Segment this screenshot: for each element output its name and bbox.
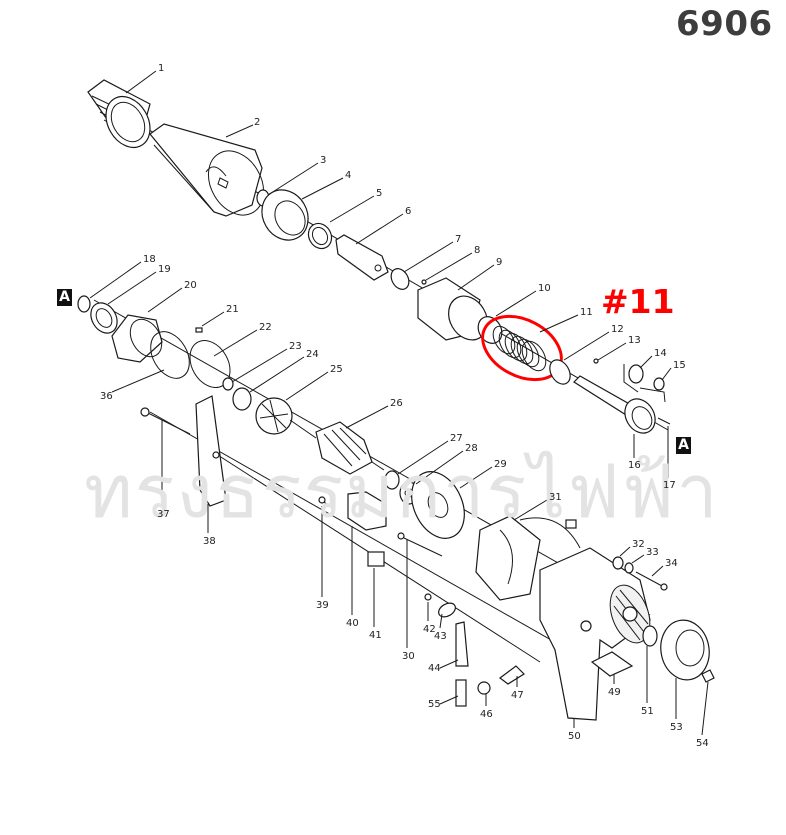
part-label-51: 51 <box>641 706 654 717</box>
part-label-31: 31 <box>549 492 562 503</box>
part-label-5: 5 <box>376 188 383 199</box>
part-label-6: 6 <box>405 206 412 217</box>
parts-37-38-handle <box>140 395 227 507</box>
part-label-46: 46 <box>480 709 493 720</box>
part-label-32: 32 <box>632 539 645 550</box>
part-label-49: 49 <box>608 687 621 698</box>
part-label-38: 38 <box>203 536 216 547</box>
part-label-9: 9 <box>496 257 503 268</box>
part-label-41: 41 <box>369 630 382 641</box>
parts-7-9-hammer <box>390 268 488 341</box>
part-label-18: 18 <box>143 254 156 265</box>
parts-32-34-screws <box>612 556 668 591</box>
part-label-21: 21 <box>226 304 239 315</box>
parts-42-55-brush-assembly <box>424 593 525 707</box>
part-label-42: 42 <box>423 624 436 635</box>
part-31-field <box>475 515 581 601</box>
parts-27-29-bearings <box>384 470 465 539</box>
part-label-16: 16 <box>628 460 641 471</box>
part-label-40: 40 <box>346 618 359 629</box>
part-label-3: 3 <box>320 155 327 166</box>
parts-39-41-switch <box>318 491 387 567</box>
part-12-washer <box>549 359 571 385</box>
part-label-15: 15 <box>673 360 686 371</box>
part-1-boot <box>87 79 151 149</box>
part-label-20: 20 <box>184 280 197 291</box>
part-label-1: 1 <box>158 63 165 74</box>
section-marker-a-left: A <box>57 289 72 306</box>
part-label-36: 36 <box>100 391 113 402</box>
part-label-17: 17 <box>663 480 676 491</box>
part-6-anvil <box>335 234 389 281</box>
leader-lines <box>89 70 709 736</box>
part-label-7: 7 <box>455 234 462 245</box>
part-label-10: 10 <box>538 283 551 294</box>
section-marker-a-right: A <box>676 437 691 454</box>
part-label-43: 43 <box>434 631 447 642</box>
parts-13-17-spindle <box>573 358 671 434</box>
part-label-14: 14 <box>654 348 667 359</box>
part-label-33: 33 <box>646 547 659 558</box>
part-label-11: 11 <box>580 307 593 318</box>
part-label-13: 13 <box>628 335 641 346</box>
part-label-44: 44 <box>428 663 441 674</box>
part-label-23: 23 <box>289 341 302 352</box>
part-10-washer <box>477 316 503 344</box>
part-2-front-housing <box>149 123 265 217</box>
part-26-armature <box>289 419 385 475</box>
part-30-screw <box>397 532 443 557</box>
part-label-39: 39 <box>316 600 329 611</box>
part-label-30: 30 <box>402 651 415 662</box>
part-49-plate <box>590 651 634 677</box>
part-label-8: 8 <box>474 245 481 256</box>
parts-51-54-end-cap <box>642 619 715 683</box>
part-label-29: 29 <box>494 459 507 470</box>
part-label-47: 47 <box>511 690 524 701</box>
part-label-34: 34 <box>665 558 678 569</box>
part-label-4: 4 <box>345 170 352 181</box>
part-label-22: 22 <box>259 322 272 333</box>
part-label-27: 27 <box>450 433 463 444</box>
part-label-24: 24 <box>306 349 319 360</box>
parts-18-25-rear-assembly <box>77 295 293 435</box>
part-label-37: 37 <box>157 509 170 520</box>
part-label-28: 28 <box>465 443 478 454</box>
part-label-26: 26 <box>390 398 403 409</box>
highlighted-part-tag: #11 <box>601 282 675 321</box>
part-label-25: 25 <box>330 364 343 375</box>
parts-3-5-rings <box>256 189 333 250</box>
part-label-12: 12 <box>611 324 624 335</box>
part-label-50: 50 <box>568 731 581 742</box>
part-label-2: 2 <box>254 117 261 128</box>
part-label-55: 55 <box>428 699 441 710</box>
part-label-19: 19 <box>158 264 171 275</box>
part-label-54: 54 <box>696 738 709 749</box>
part-label-53: 53 <box>670 722 683 733</box>
model-number-title: 6906 <box>676 4 773 44</box>
part-50-main-housing <box>539 547 651 721</box>
